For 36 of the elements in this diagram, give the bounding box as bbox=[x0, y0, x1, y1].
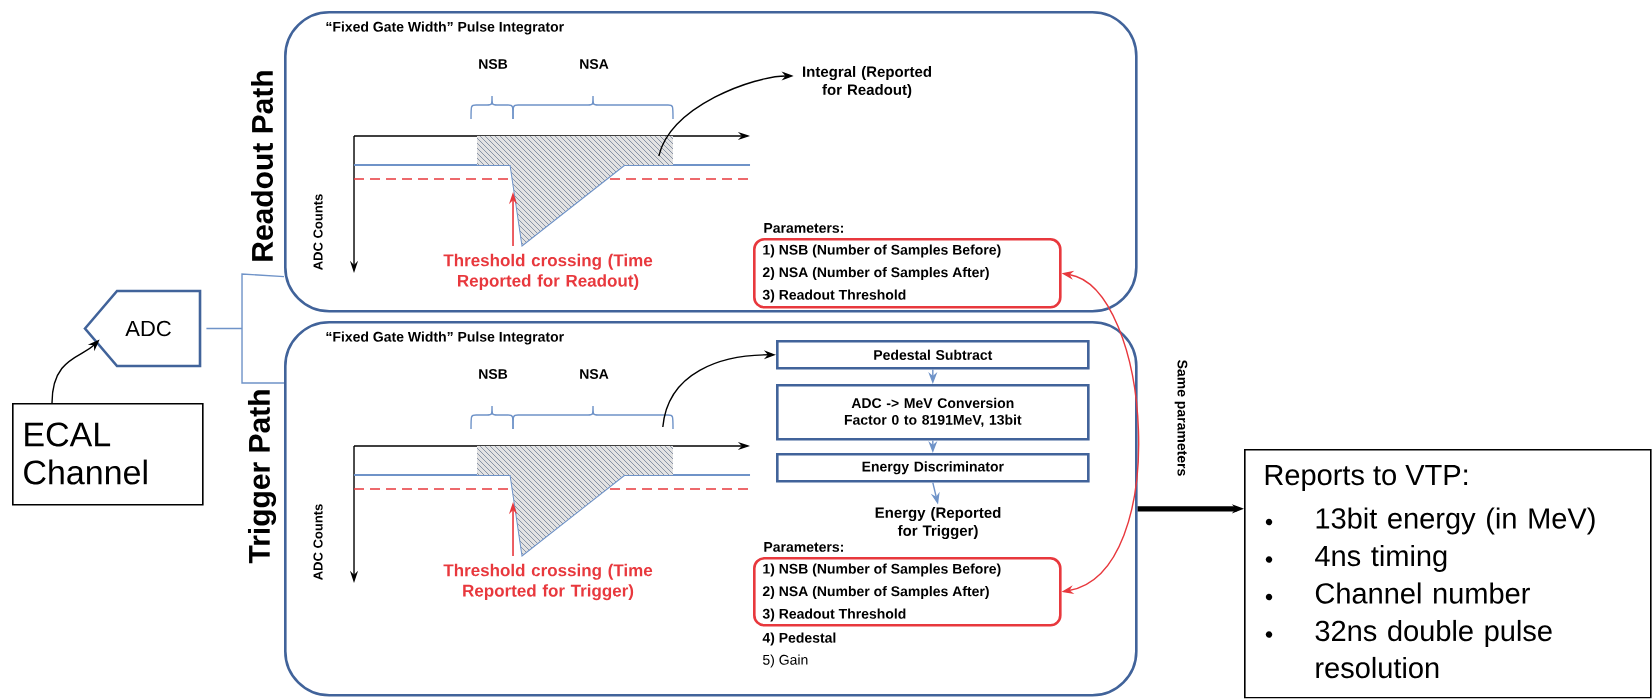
list-item: 2) NSA (Number of Samples After) bbox=[762, 267, 989, 281]
heading: Parameters: bbox=[764, 542, 843, 552]
brace-label: NSB bbox=[479, 59, 508, 69]
path-label: Readout Path bbox=[251, 71, 273, 261]
brace-label: NSA bbox=[580, 369, 609, 379]
list-item: 3) Readout Threshold bbox=[762, 289, 906, 303]
panel-title: “Fixed Gate Width” Pulse Integrator bbox=[326, 331, 564, 345]
brace-label: NSA bbox=[580, 59, 609, 69]
bullet-item: 32ns double pulse resolution bbox=[1315, 619, 1552, 679]
annotation-text: Threshold crossing (Time Reported for Readout) bbox=[443, 253, 653, 291]
list-item: 2) NSA (Number of Samples After) bbox=[762, 586, 989, 600]
bullet-item: Channel number bbox=[1315, 582, 1530, 604]
annotation-text: Threshold crossing (Time Reported for Trigger) bbox=[443, 563, 653, 601]
process-box: ADC -> MeV Conversion Factor 0 to 8191MeV, 13bit bbox=[776, 384, 1090, 441]
panel-title: “Fixed Gate Width” Pulse Integrator bbox=[326, 21, 564, 35]
heading: Reports to VTP: bbox=[1265, 465, 1468, 491]
list-item: 1) NSB (Number of Samples Before) bbox=[763, 563, 1001, 577]
output-label: Integral (Reported for Readout) bbox=[803, 66, 931, 98]
axis-label: ADC Counts bbox=[313, 504, 323, 580]
bullet-item: 13bit energy (in MeV) bbox=[1316, 507, 1595, 535]
list-item: 1) NSB (Number of Samples Before) bbox=[763, 244, 1001, 258]
heading: Parameters: bbox=[764, 223, 843, 233]
list-item: 4) Pedestal bbox=[762, 632, 836, 646]
path-label: Trigger Path bbox=[247, 390, 277, 564]
process-box: Energy Discriminator bbox=[776, 453, 1090, 483]
edge-label: Same parameters bbox=[1172, 357, 1190, 479]
bullet-item: 4ns timing bbox=[1315, 544, 1447, 572]
list-item: 5) Gain bbox=[763, 654, 808, 668]
adc-pentagon: ADC bbox=[83, 289, 202, 368]
list-item: 3) Readout Threshold bbox=[762, 608, 906, 622]
brace-label: NSB bbox=[479, 369, 508, 379]
process-box: Pedestal Subtract bbox=[776, 340, 1090, 370]
connector-line bbox=[205, 273, 285, 384]
input-box: ECAL Channel bbox=[12, 403, 204, 506]
output-label: Energy (Reported for Trigger) bbox=[875, 507, 1001, 539]
axis-label: ADC Counts bbox=[313, 194, 323, 270]
